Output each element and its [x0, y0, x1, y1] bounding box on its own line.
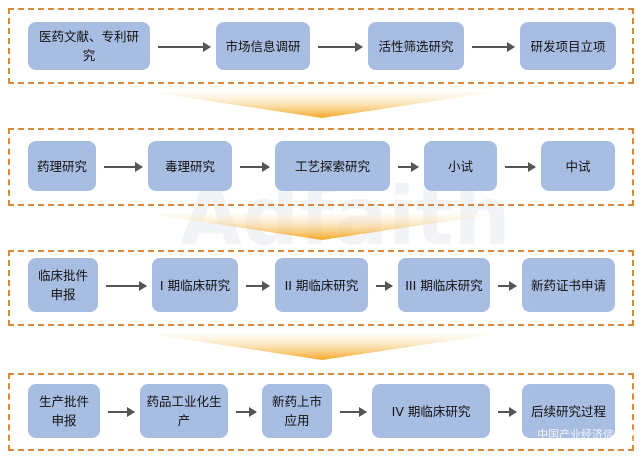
- down-chevron-icon: [150, 334, 495, 360]
- flow-arrow: [104, 162, 143, 172]
- process-step: 研发项目立项: [520, 22, 616, 70]
- flow-arrow: [318, 42, 363, 52]
- process-step: II 期临床研究: [275, 258, 368, 312]
- process-step: 后续研究过程: [522, 384, 615, 438]
- down-chevron-icon: [150, 92, 495, 118]
- process-step: 临床批件申报: [28, 258, 98, 312]
- flow-arrow: [106, 281, 147, 291]
- flow-arrow: [472, 42, 515, 52]
- flow-arrow: [505, 162, 536, 172]
- process-step: 活性筛选研究: [368, 22, 464, 70]
- stage-panel: [8, 8, 634, 84]
- process-step: 中试: [541, 141, 615, 191]
- process-step: 医药文献、专利研究: [28, 22, 150, 70]
- process-step: 毒理研究: [148, 141, 232, 191]
- flow-arrow: [340, 407, 367, 417]
- stage-panel: [8, 250, 634, 326]
- process-step: 市场信息调研: [216, 22, 310, 70]
- flow-arrow: [158, 42, 211, 52]
- flow-arrow: [246, 281, 270, 291]
- process-step: 生产批件申报: [28, 384, 100, 438]
- flow-arrow: [398, 162, 419, 172]
- stage-panel: [8, 128, 634, 206]
- flow-arrow: [498, 281, 517, 291]
- process-step: 药理研究: [28, 141, 96, 191]
- flow-arrow: [108, 407, 135, 417]
- process-step: III 期临床研究: [398, 258, 490, 312]
- process-step: IV 期临床研究: [372, 384, 490, 438]
- flow-arrow: [376, 281, 393, 291]
- process-step: 小试: [424, 141, 497, 191]
- process-step: 药品工业化生产: [140, 384, 228, 438]
- process-step: 新药证书申请: [522, 258, 615, 312]
- down-chevron-icon: [150, 214, 495, 240]
- flow-arrow: [240, 162, 270, 172]
- process-step: 新药上市应用: [262, 384, 332, 438]
- process-step: 工艺探索研究: [275, 141, 390, 191]
- flow-arrow: [498, 407, 517, 417]
- process-step: I 期临床研究: [152, 258, 238, 312]
- source-watermark: 中国产业经济信息网: [537, 428, 636, 441]
- flow-arrow: [236, 407, 257, 417]
- stage-panel: [8, 373, 634, 451]
